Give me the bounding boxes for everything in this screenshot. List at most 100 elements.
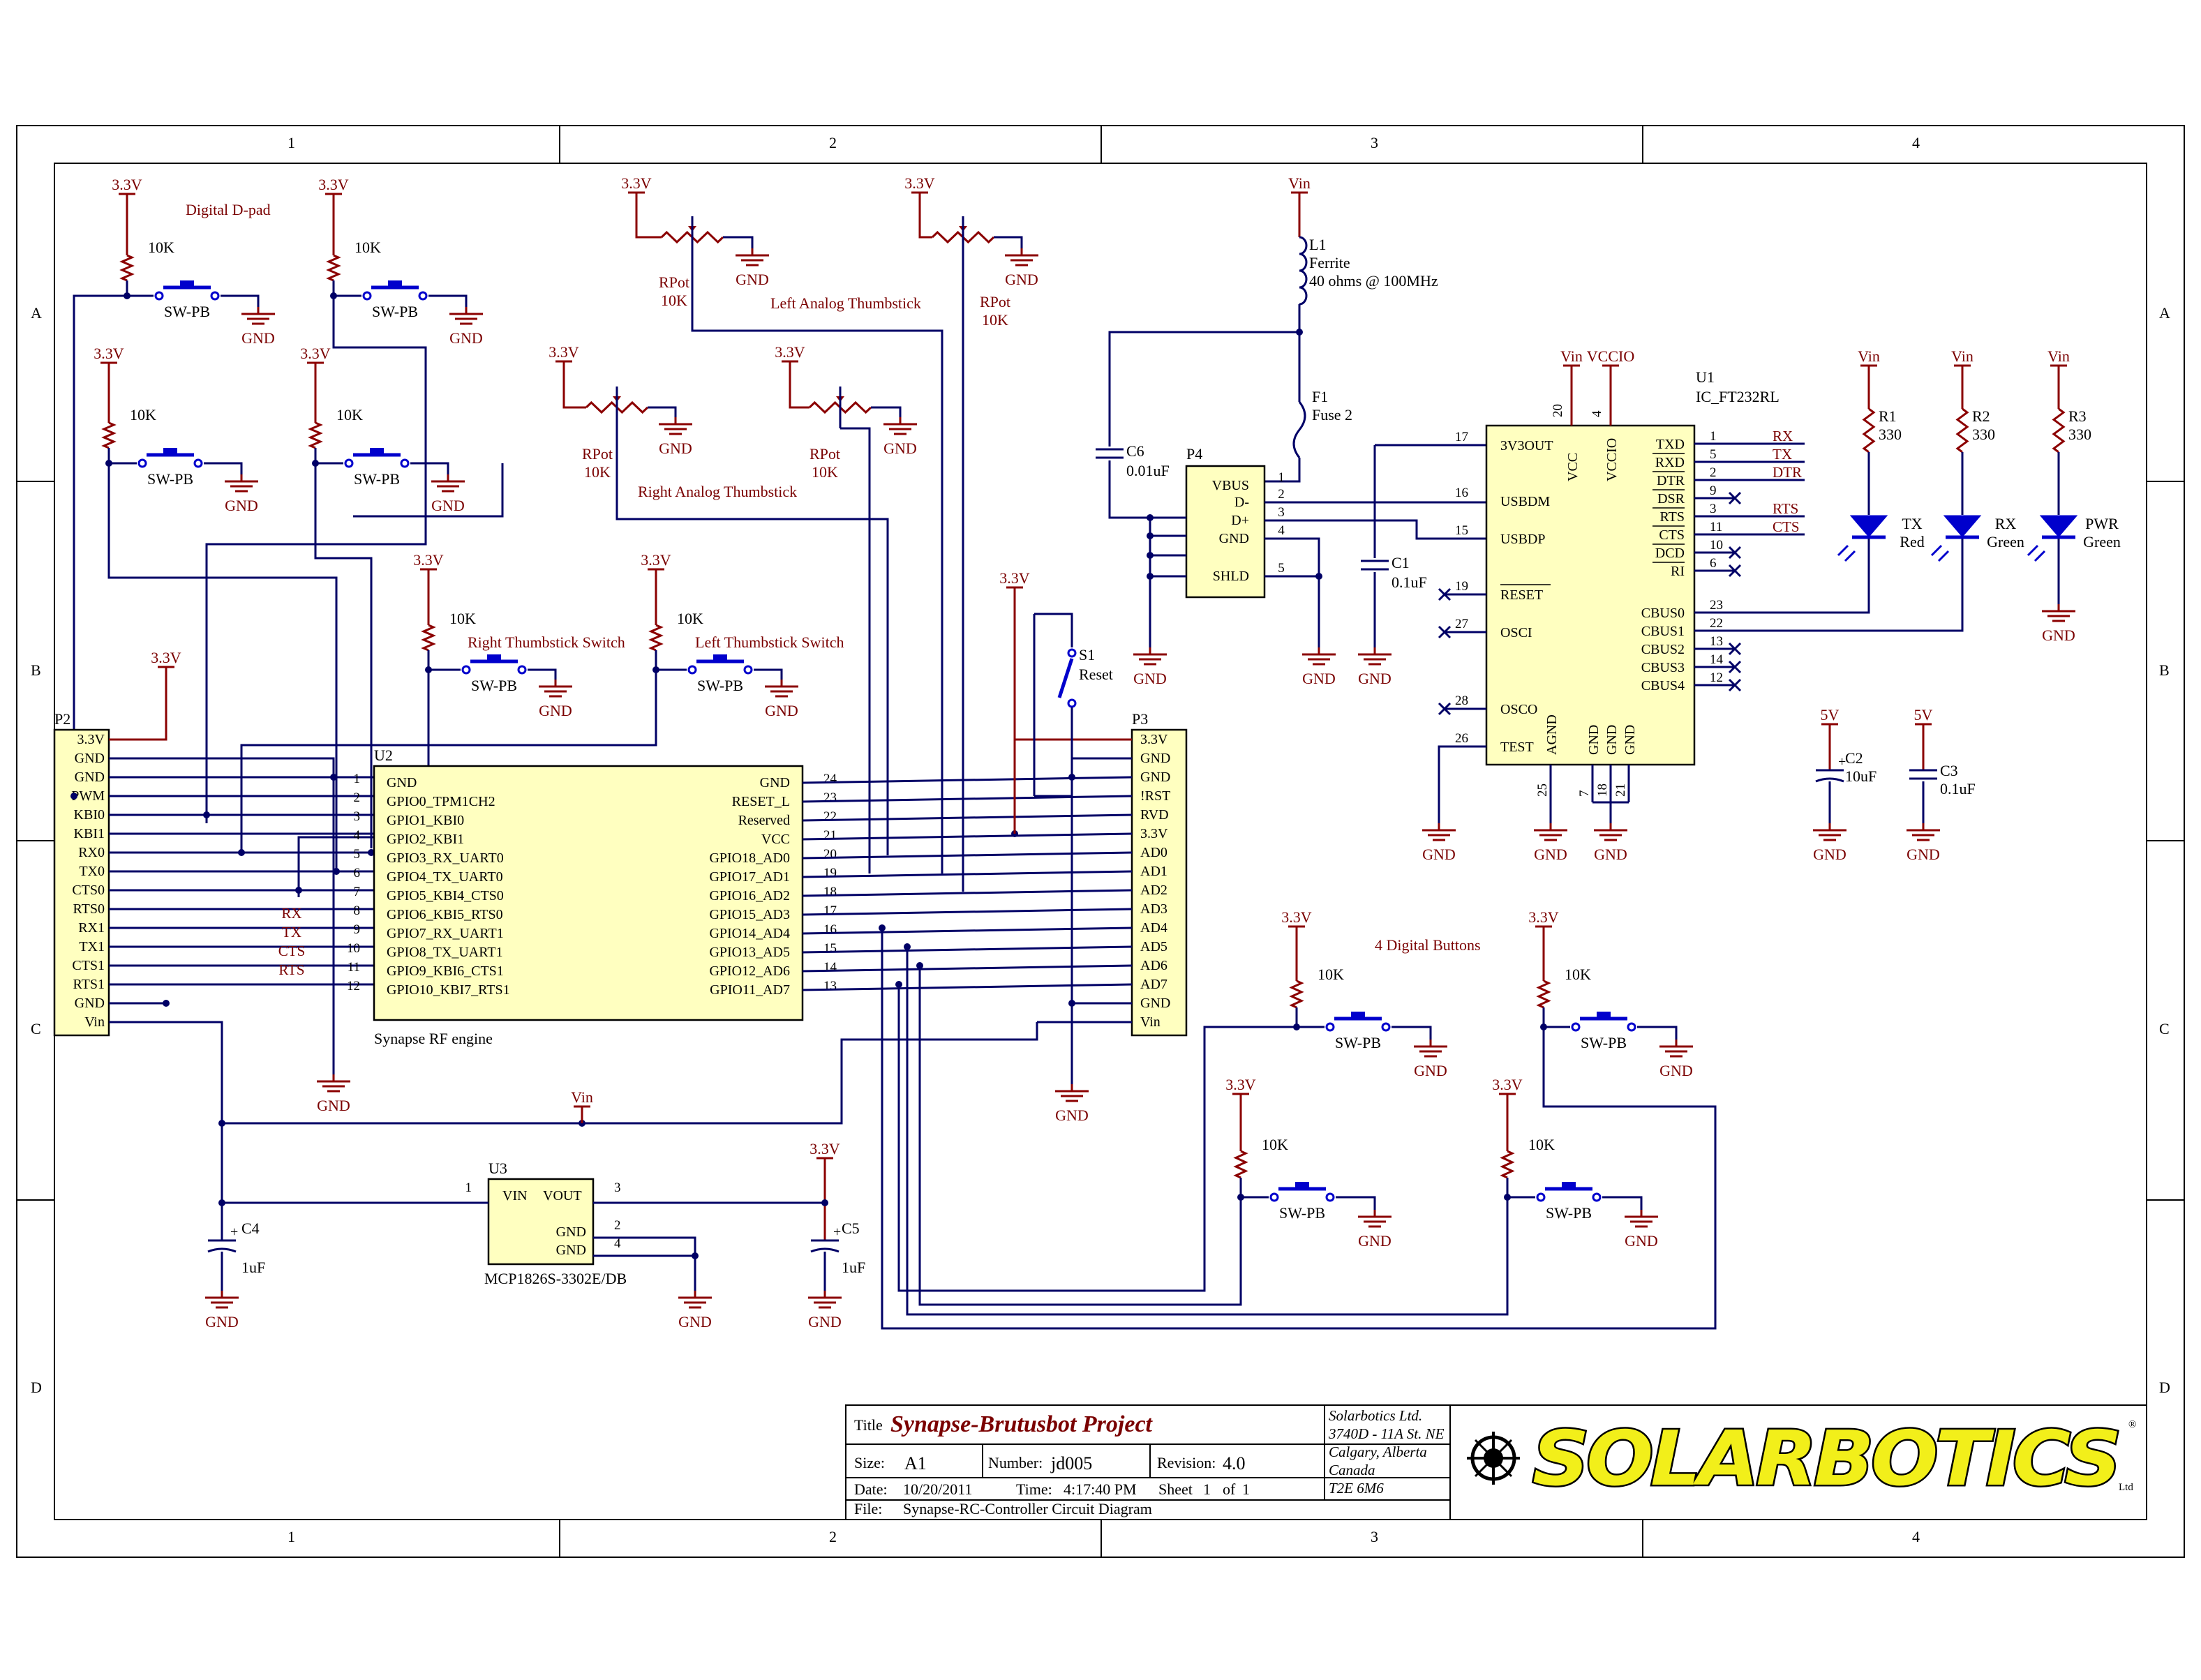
usb-pin-number: 1 (1278, 470, 1285, 485)
p3-pin-label: GND (1140, 996, 1170, 1011)
company-line: 3740D - 11A St. NE (1328, 1425, 1445, 1442)
wire (648, 406, 677, 417)
resistor-designator: R3 (2068, 407, 2087, 425)
u1-signal-label: TX (1773, 446, 1792, 463)
p3-pin-label: AD7 (1140, 977, 1167, 992)
wire (1438, 745, 1486, 823)
u1-pin-number: 17 (1455, 430, 1468, 444)
p2-pin-label: RX0 (78, 845, 105, 860)
of-value: 1 (1242, 1480, 1250, 1498)
ground-label: GND (225, 497, 258, 514)
u2-p3-net (802, 983, 1133, 991)
p2-pin-label: TX1 (79, 939, 105, 954)
drawing-title: Synapse-Brutusbot Project (890, 1411, 1154, 1437)
u2-pin-number: 4 (354, 828, 361, 843)
file-value: Synapse-RC-Controller Circuit Diagram (903, 1500, 1152, 1517)
power-3v3-label: 3.3V (1281, 908, 1312, 926)
pushbutton-cap (1562, 1182, 1576, 1189)
row-label: C (2159, 1020, 2170, 1037)
wire (353, 463, 504, 518)
company-line: T2E 6M6 (1329, 1480, 1384, 1497)
resistor-value: 330 (2068, 426, 2091, 443)
power-3v3-label: 3.3V (775, 343, 805, 361)
pullup-value: 10K (1565, 966, 1591, 983)
pushbutton-label: SW-PB (164, 303, 210, 320)
u2-pin-number: 15 (823, 941, 837, 956)
junction-dot (203, 811, 210, 818)
no-connect (1438, 625, 1452, 639)
u2-p3-net (802, 795, 1133, 803)
pushbutton-cap (713, 654, 727, 661)
p2-pin-label: RX1 (78, 920, 105, 936)
row-label: B (2159, 661, 2170, 679)
u2-pin-number: 2 (354, 790, 361, 805)
led-light-arrows (1837, 544, 1856, 562)
connector-p2 (53, 728, 110, 1037)
u3-pin-label: GND (556, 1224, 586, 1240)
polarity-mark: + (833, 1224, 841, 1240)
pot-value: 10K (584, 463, 611, 481)
wire (528, 668, 557, 680)
u2-pin-number: 7 (354, 885, 361, 899)
led-resistor (1862, 407, 1876, 453)
p3-pin-label: AD3 (1140, 901, 1167, 917)
no-connect (1728, 660, 1742, 674)
power-vin-label: Vin (1951, 347, 1974, 365)
u2-pin-number: 22 (823, 809, 837, 824)
power-3v3-label: 3.3V (1225, 1076, 1256, 1093)
u2-pin-label: Reserved (738, 813, 790, 828)
pullup-value: 10K (336, 406, 363, 423)
switch-terminal (1536, 1192, 1546, 1202)
switch-terminal (1627, 1022, 1636, 1032)
p3-pin-label: Vin (1140, 1014, 1161, 1030)
u2-p3-net (802, 776, 1133, 784)
f1-designator: F1 (1312, 388, 1328, 405)
u3-pin-number: 2 (614, 1218, 621, 1233)
switch-terminal (687, 665, 697, 675)
ground-label: GND (1659, 1062, 1693, 1079)
p3-pin-label: GND (1140, 751, 1170, 766)
pullup-resistor (1233, 1150, 1248, 1179)
junction-dot (368, 849, 375, 856)
p2-pin-label: CTS0 (72, 883, 105, 898)
c4-value: 1uF (241, 1259, 265, 1276)
power-3v3-label: 3.3V (1528, 908, 1559, 926)
ground-label: GND (1422, 846, 1456, 863)
no-connect (1728, 546, 1742, 560)
u2-pin-number: 17 (823, 903, 837, 918)
u2-signal-label: TX (282, 924, 301, 940)
power-3v3-label: 3.3V (151, 649, 181, 666)
wire (871, 406, 902, 417)
button2-net (881, 928, 1717, 1330)
right-thumb-y-net (840, 427, 871, 873)
led-resistor (2052, 407, 2066, 453)
switch-terminal (418, 291, 428, 301)
pushbutton-label: SW-PB (1279, 1204, 1325, 1222)
p3-pin-label: AD1 (1140, 864, 1167, 879)
c4-designator: C4 (241, 1220, 260, 1237)
u1-pin-number: 19 (1455, 579, 1468, 594)
u1-signal-label: DTR (1773, 464, 1802, 481)
u2-pin-label: GPIO17_AD1 (709, 869, 790, 885)
no-connect (1728, 642, 1742, 656)
p3-pin-label: AD5 (1140, 939, 1167, 954)
wire (109, 1002, 167, 1005)
wire (1034, 613, 1073, 647)
u1-value: IC_FT232RL (1696, 388, 1780, 405)
number-value: jd005 (1050, 1453, 1092, 1473)
ferrite-inductor (1299, 236, 1308, 306)
junction-dot (692, 1252, 699, 1259)
p2-pin-label: RTS1 (73, 977, 105, 992)
wire (1506, 1178, 1535, 1199)
u2-signal-label: RX (281, 905, 301, 922)
pushbutton-label: SW-PB (1335, 1034, 1381, 1051)
logo-ltd: Ltd (2119, 1482, 2133, 1493)
u2-pin-number: 1 (354, 772, 361, 786)
u1-pin-number: 12 (1710, 670, 1723, 685)
u1-pin-number: 26 (1455, 731, 1468, 746)
section-right-thumb-label: Right Analog Thumbstick (638, 483, 797, 500)
u2-p3-net (802, 813, 1133, 822)
junction-dot (333, 868, 340, 875)
section-left-thumb-label: Left Analog Thumbstick (770, 294, 921, 312)
u2-pin-label: GPIO4_TX_UART0 (387, 869, 503, 885)
